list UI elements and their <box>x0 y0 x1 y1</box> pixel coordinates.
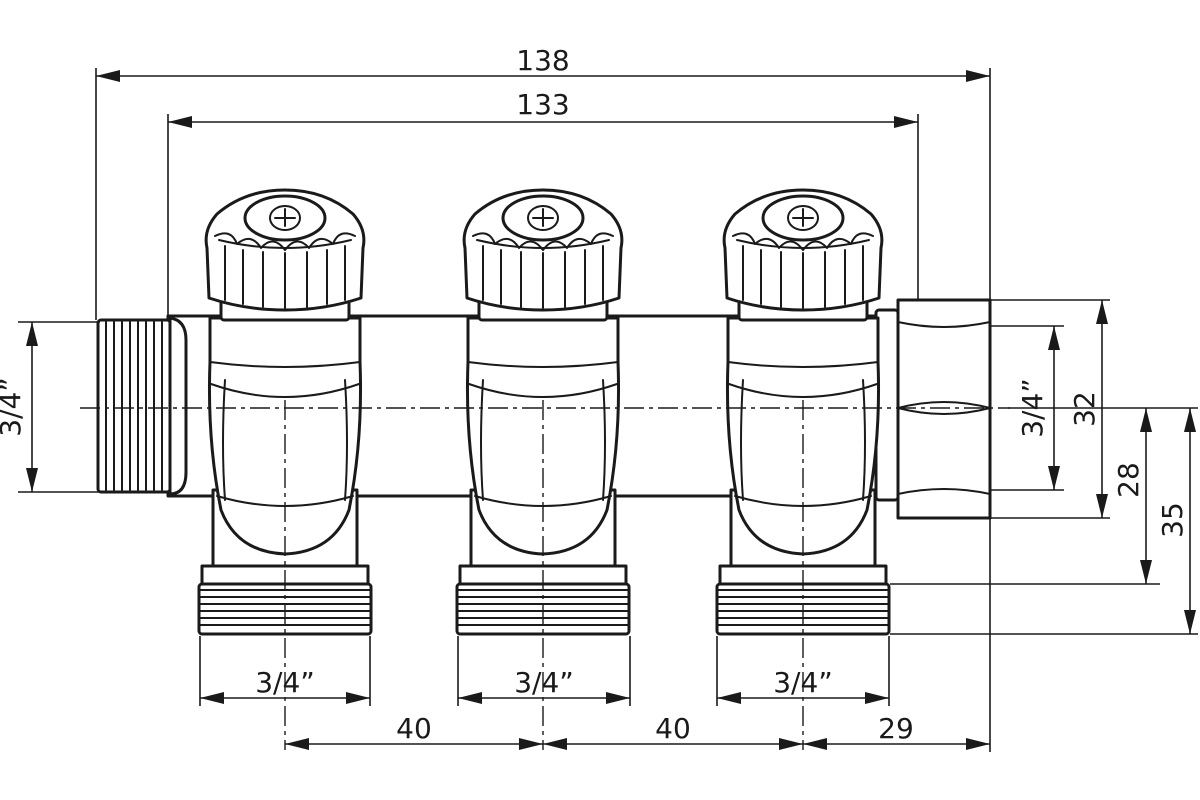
label-inlet-thread: 3/4” <box>0 377 27 437</box>
label-pitch-2: 40 <box>655 712 691 745</box>
dim-overall-length <box>96 70 990 82</box>
dim-inlet-thread <box>26 322 38 492</box>
label-outlet-height-1: 28 <box>1112 462 1145 498</box>
hex-nut-icon <box>874 298 992 520</box>
label-nut-height: 32 <box>1068 391 1101 427</box>
label-end-offset: 29 <box>878 712 914 745</box>
label-outlet-height-2: 35 <box>1156 502 1189 538</box>
label-outlet-thread-2: 3/4” <box>514 666 574 699</box>
dim-outlet-threads <box>200 692 889 704</box>
dim-nut-thread <box>1048 326 1060 490</box>
external-thread-icon <box>96 316 188 496</box>
label-outlet-thread-3: 3/4” <box>773 666 833 699</box>
outlet-axes <box>284 400 804 750</box>
label-nut-thread: 3/4” <box>1016 378 1049 438</box>
label-body-length: 133 <box>516 88 569 121</box>
dim-body-length <box>168 116 918 128</box>
dim-outlet-height-1 <box>1140 408 1152 584</box>
label-pitch-1: 40 <box>396 712 432 745</box>
label-overall-length: 138 <box>516 44 569 77</box>
dim-pitches <box>285 738 990 750</box>
label-outlet-thread-1: 3/4” <box>255 666 315 699</box>
dim-nut-height <box>1096 300 1108 518</box>
dim-outlet-height-2 <box>1184 408 1196 634</box>
